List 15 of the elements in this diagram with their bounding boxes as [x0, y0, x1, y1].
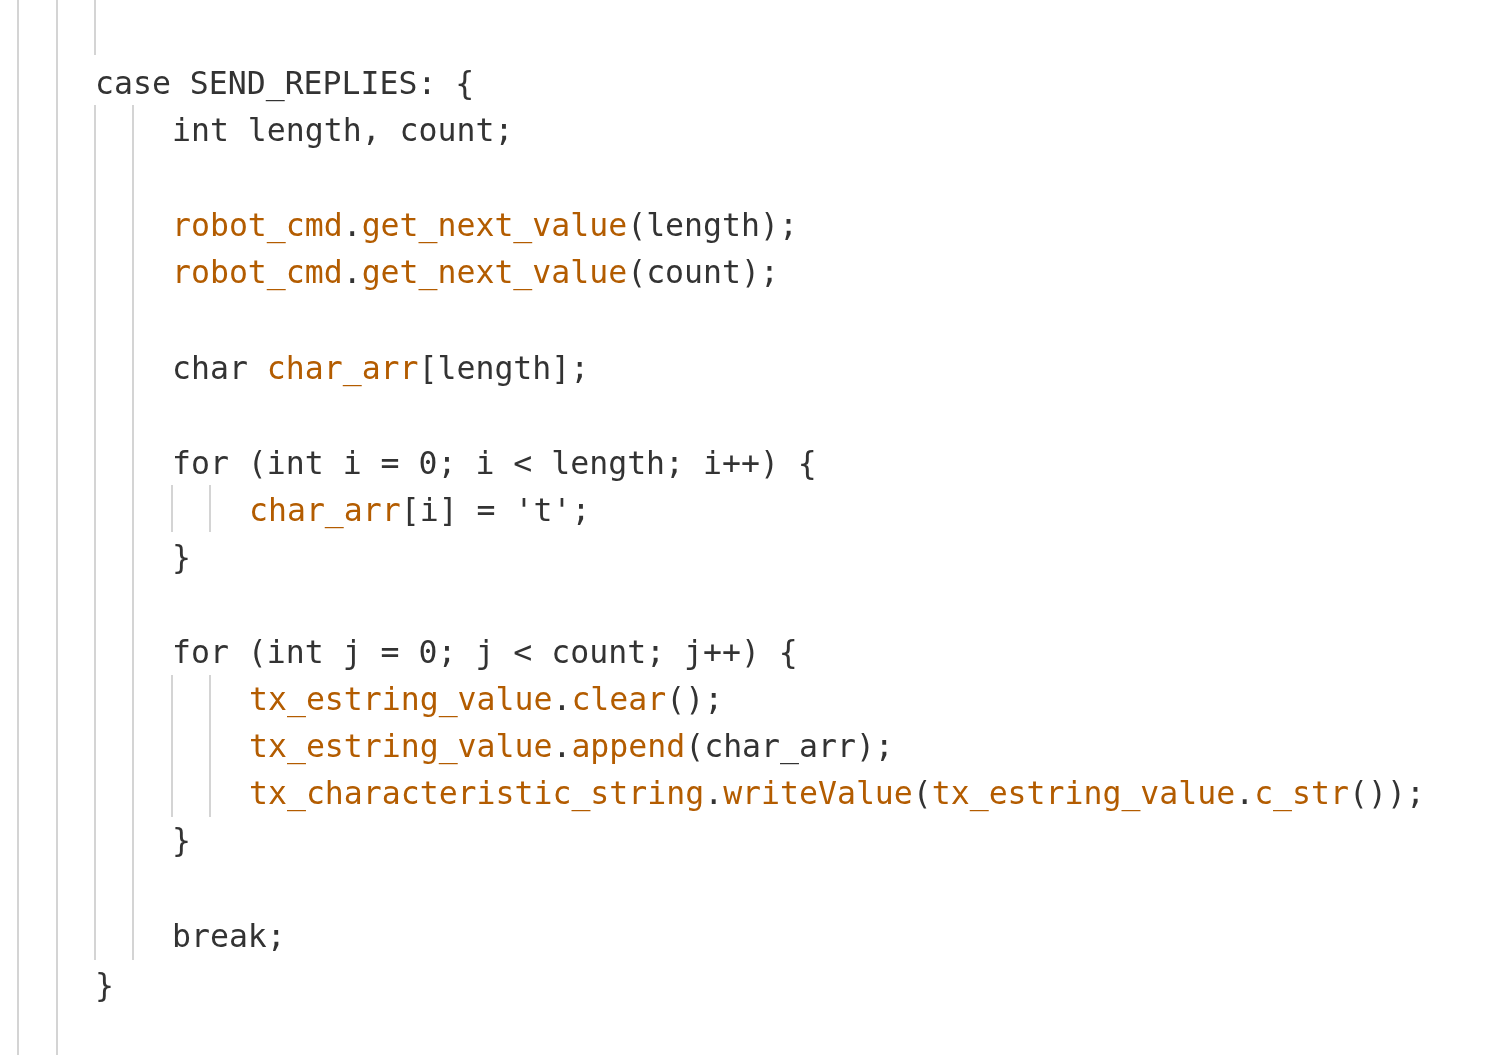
code-line: tx_characteristic_string.writeValue(tx_estring_value.c_str()); — [249, 774, 1425, 813]
code-line: robot_cmd.get_next_value(count); — [172, 253, 779, 292]
code-line: char char_arr[length]; — [172, 349, 590, 388]
code-line: tx_estring_value.append(char_arr); — [249, 727, 894, 766]
code-line: for (int j = 0; j < count; j++) { — [172, 633, 798, 672]
code-line: char_arr[i] = 't'; — [249, 491, 591, 530]
code-line: } — [95, 966, 114, 1005]
code-line: } — [172, 538, 191, 577]
code-line: break; — [172, 917, 286, 956]
code-line: } — [172, 821, 191, 860]
code-line: case SEND_REPLIES: { — [95, 64, 475, 103]
code-line: int length, count; — [172, 111, 514, 150]
code-line: tx_estring_value.clear(); — [249, 680, 724, 719]
code-line: for (int i = 0; i < length; i++) { — [172, 444, 817, 483]
code-line: robot_cmd.get_next_value(length); — [172, 206, 798, 245]
